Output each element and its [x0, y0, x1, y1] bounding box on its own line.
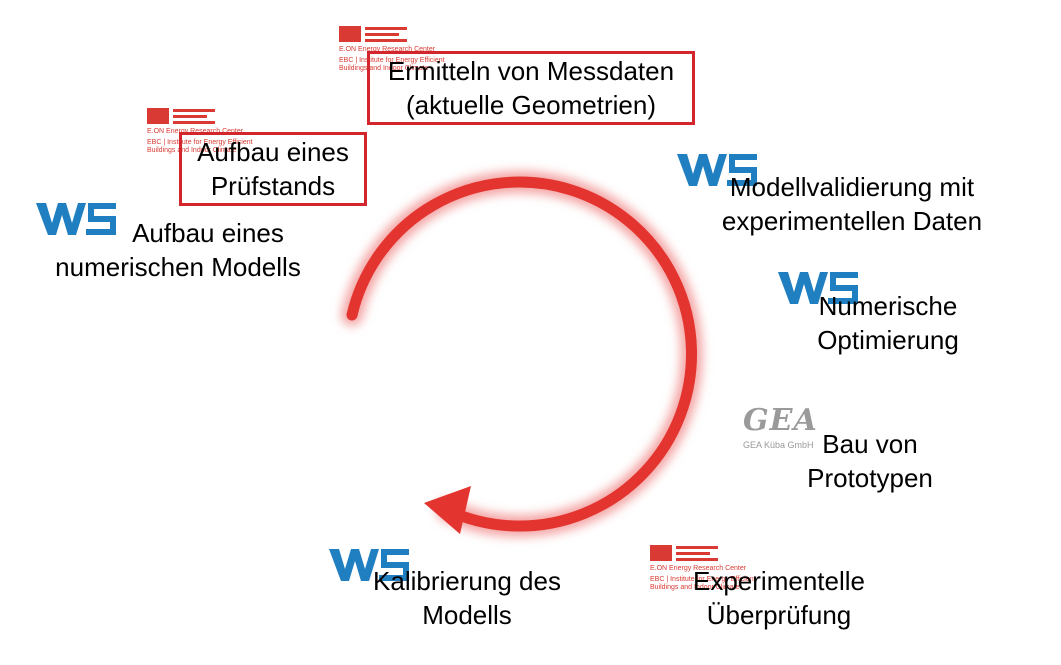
step-prototypen: Bau von Prototypen	[790, 427, 950, 495]
step-ueberpruefung: Experimentelle Überprüfung	[680, 564, 878, 632]
eon-logo-line2: EBC | Institute for Energy Efficient	[650, 576, 756, 583]
step-messdaten: Ermitteln von Messdaten (aktuelle Geomet…	[367, 51, 695, 125]
step-prototypen-line2: Prototypen	[807, 463, 933, 493]
step-pruefstand-line2: Prüfstands	[210, 171, 336, 201]
step-numerisches-modell: Aufbau eines numerischen Modells	[36, 216, 320, 284]
step-modellvalidierung-line2: experimentellen Daten	[721, 206, 983, 236]
cycle-arc	[346, 176, 697, 532]
gea-logo-subtitle: GEA Küba GmbH	[743, 440, 814, 450]
step-messdaten-line2: (aktuelle Geometrien)	[406, 90, 656, 120]
step-pruefstand: Aufbau eines Prüfstands	[179, 132, 367, 206]
step-kalibrierung-line1: Kalibrierung des	[373, 566, 561, 596]
eon-ebc-logo: E.ON Energy Research Center EBC | Instit…	[339, 26, 445, 84]
eon-logo-line1: E.ON Energy Research Center	[147, 128, 244, 135]
step-numerisches-modell-line2: numerischen Modells	[55, 252, 301, 282]
eon-logo-line2: EBC | Institute for Energy Efficient	[147, 139, 253, 146]
step-messdaten-line1: Ermitteln von Messdaten	[387, 56, 675, 86]
eon-logo-line2: EBC | Institute for Energy Efficient	[339, 57, 445, 64]
eon-logo-line3: Buildings and Indoor Climate	[339, 65, 429, 72]
step-optimierung-line1: Numerische	[818, 291, 958, 321]
eon-logo-line1: E.ON Energy Research Center	[339, 46, 436, 53]
wsa-logo	[778, 272, 858, 304]
step-modellvalidierung-line1: Modellvalidierung mit	[729, 172, 975, 202]
cycle-arrowhead	[424, 486, 471, 534]
gea-logo: GEA GEA Küba GmbH	[743, 403, 825, 451]
eon-ebc-logo: E.ON Energy Research Center EBC | Instit…	[147, 108, 253, 166]
eon-ebc-logo: E.ON Energy Research Center EBC | Instit…	[650, 545, 756, 603]
step-numerisches-modell-line1: Aufbau eines	[132, 218, 284, 248]
step-kalibrierung: Kalibrierung des Modells	[355, 564, 579, 632]
wsa-logo	[36, 203, 116, 235]
step-modellvalidierung: Modellvalidierung mit experimentellen Da…	[705, 170, 999, 238]
eon-logo-line3: Buildings and Indoor Climate	[650, 584, 740, 591]
step-ueberpruefung-line1: Experimentelle	[693, 566, 865, 596]
step-prototypen-line1: Bau von	[822, 429, 918, 459]
step-optimierung: Numerische Optimierung	[800, 289, 976, 357]
step-pruefstand-line1: Aufbau eines	[197, 137, 349, 167]
wsa-logo	[329, 549, 409, 581]
eon-logo-line1: E.ON Energy Research Center	[650, 565, 747, 572]
step-ueberpruefung-line2: Überprüfung	[706, 600, 852, 630]
eon-logo-line3: Buildings and Indoor Climate	[147, 147, 237, 154]
step-optimierung-line2: Optimierung	[817, 325, 959, 355]
wsa-logo	[677, 154, 757, 186]
gea-logo-word: GEA	[743, 403, 818, 438]
step-kalibrierung-line2: Modells	[422, 600, 512, 630]
